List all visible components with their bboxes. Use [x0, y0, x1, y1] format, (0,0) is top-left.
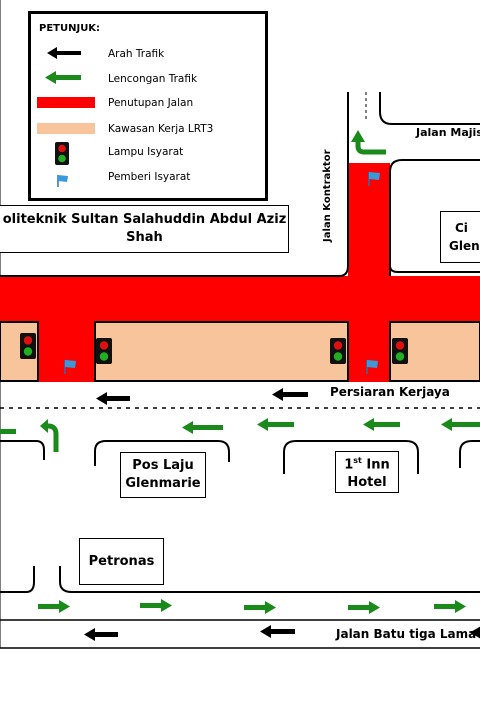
- peach-bar-icon: [37, 123, 95, 134]
- blue-flag-icon: [57, 175, 68, 187]
- traffic-arrows: [84, 388, 480, 641]
- green-arrow-icon: [441, 418, 480, 431]
- cin-label: Ci Glenm: [440, 211, 480, 263]
- green-arrow-icon: [363, 418, 400, 431]
- detour-arrows: [0, 130, 480, 614]
- legend-title: PETUNJUK:: [39, 23, 101, 34]
- legend-item-kawasan-kerja: Kawasan Kerja LRT3: [108, 123, 214, 135]
- traffic-light-icon: [20, 333, 36, 359]
- black-arrow-icon: [47, 47, 81, 59]
- black-arrow-icon: [470, 626, 480, 639]
- green-uturn-arrow-icon: [40, 419, 59, 452]
- black-arrow-icon: [260, 625, 295, 638]
- green-arrow-icon: [38, 600, 70, 613]
- legend-symbols: [37, 47, 95, 187]
- green-arrow-icon: [182, 421, 223, 434]
- first-inn-hotel-label: 1st Inn Hotel: [335, 451, 399, 493]
- black-arrow-icon: [272, 388, 308, 401]
- green-arrow-icon: [45, 71, 81, 84]
- legend-item-arah-trafik: Arah Trafik: [108, 48, 165, 60]
- red-bar-icon: [37, 97, 95, 108]
- jalan-batu-tiga-label: Jalan Batu tiga Lama: [336, 627, 477, 641]
- green-arrow-icon: [257, 418, 294, 431]
- green-turn-arrow-icon: [351, 130, 386, 155]
- traffic-light-icon: [55, 142, 69, 165]
- legend: PETUNJUK: Arah Trafik Lencongan Trafik P…: [28, 11, 268, 201]
- green-arrow-icon: [244, 601, 276, 614]
- petronas-label: Petronas: [79, 538, 164, 585]
- legend-item-lampu-isyarat: Lampu Isyarat: [108, 146, 184, 158]
- green-arrow-icon: [0, 429, 16, 434]
- green-arrow-icon: [348, 601, 380, 614]
- black-arrow-icon: [84, 628, 118, 641]
- legend-item-lencongan-trafik: Lencongan Trafik: [108, 73, 198, 85]
- traffic-light-icon: [96, 338, 112, 364]
- traffic-light-icon: [392, 338, 408, 364]
- lrt3-work-zone-2: [94, 321, 349, 382]
- persiaran-kerjaya-label: Persiaran Kerjaya: [330, 385, 450, 399]
- green-arrow-icon: [140, 599, 172, 612]
- politeknik-label: oliteknik Sultan Salahuddin Abdul Aziz S…: [0, 205, 289, 253]
- green-arrow-icon: [434, 600, 466, 613]
- traffic-light-icon: [330, 338, 346, 364]
- black-arrow-icon: [96, 392, 130, 405]
- jalan-majistret-label: Jalan Majist: [416, 126, 480, 139]
- pos-laju-label: Pos Laju Glenmarie: [120, 452, 206, 498]
- legend-item-penutupan-jalan: Penutupan Jalan: [108, 97, 194, 109]
- legend-item-pemberi-isyarat: Pemberi Isyarat: [108, 171, 191, 183]
- jalan-kontraktor-label: Jalan Kontraktor: [322, 149, 333, 243]
